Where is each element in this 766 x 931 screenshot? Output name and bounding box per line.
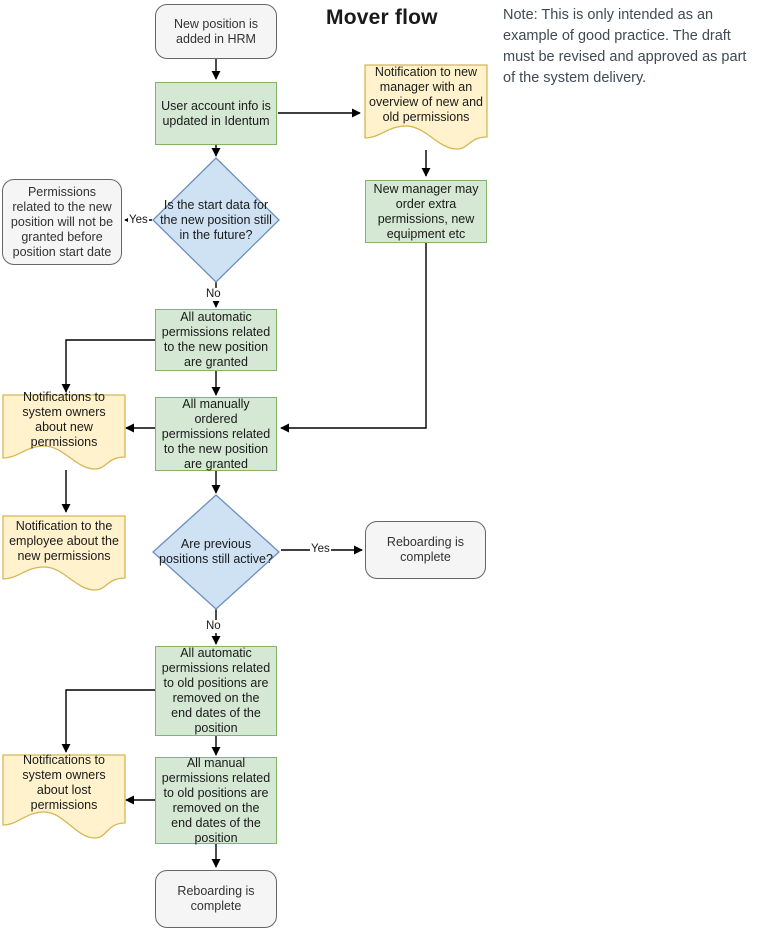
- document-shape: [2, 515, 126, 591]
- diagram-title: Mover flow: [326, 6, 438, 29]
- diamond-shape: [152, 157, 280, 283]
- diagram-note: Note: This is only intended as an exampl…: [503, 7, 747, 86]
- node-label: Notifications to system owners about los…: [22, 753, 106, 812]
- edge-label-no-previous-positions: No: [205, 620, 222, 633]
- node-notification-new-manager[interactable]: Notification to new manager with an over…: [364, 64, 488, 150]
- edge-label-yes-start-date: Yes: [128, 214, 149, 227]
- node-auto-permissions-old-removed[interactable]: All automatic permissions related to old…: [155, 646, 277, 736]
- edge-order-extra-to-manual-new: [280, 243, 427, 433]
- node-label: Are previous positions still active?: [159, 537, 273, 566]
- diamond-shape: [152, 494, 280, 610]
- edge-auto-new-to-notifications-owners-new: [61, 339, 155, 393]
- node-permissions-not-granted[interactable]: Permissions related to the new position …: [2, 179, 122, 265]
- node-decision-previous-positions-active[interactable]: Are previous positions still active?: [152, 494, 280, 610]
- edge-label-no-start-date: No: [205, 288, 222, 301]
- node-start-new-position[interactable]: New position is added in HRM: [155, 4, 277, 59]
- node-reboarding-complete-yes[interactable]: Reboarding is complete: [365, 521, 486, 579]
- node-decision-start-date-future[interactable]: Is the start data for the new position s…: [152, 157, 280, 283]
- node-manual-permissions-new-granted[interactable]: All manually ordered permissions related…: [155, 397, 277, 471]
- node-label: Notification to new manager with an over…: [369, 65, 483, 124]
- edge-label-yes-previous-positions: Yes: [310, 543, 331, 556]
- node-label: Is the start data for the new position s…: [160, 197, 272, 242]
- node-manual-permissions-old-removed[interactable]: All manual permissions related to old po…: [155, 756, 277, 845]
- node-notifications-owners-lost[interactable]: Notifications to system owners about los…: [2, 753, 126, 840]
- node-user-account-updated[interactable]: User account info is updated in Identum: [155, 82, 277, 145]
- document-shape: [2, 394, 126, 470]
- document-shape: [2, 754, 126, 839]
- node-new-manager-order-extra[interactable]: New manager may order extra permissions,…: [365, 180, 487, 243]
- node-auto-permissions-new-granted[interactable]: All automatic permissions related to the…: [155, 309, 277, 371]
- node-notifications-owners-new[interactable]: Notifications to system owners about new…: [2, 390, 126, 470]
- node-notification-employee-new[interactable]: Notification to the employee about the n…: [2, 515, 126, 591]
- edge-auto-old-to-notifications-lost: [61, 689, 155, 753]
- document-shape: [364, 64, 488, 150]
- node-label: Notification to the employee about the n…: [9, 518, 119, 563]
- node-label: Notifications to system owners about new…: [22, 390, 106, 449]
- node-reboarding-complete-end[interactable]: Reboarding is complete: [155, 870, 277, 928]
